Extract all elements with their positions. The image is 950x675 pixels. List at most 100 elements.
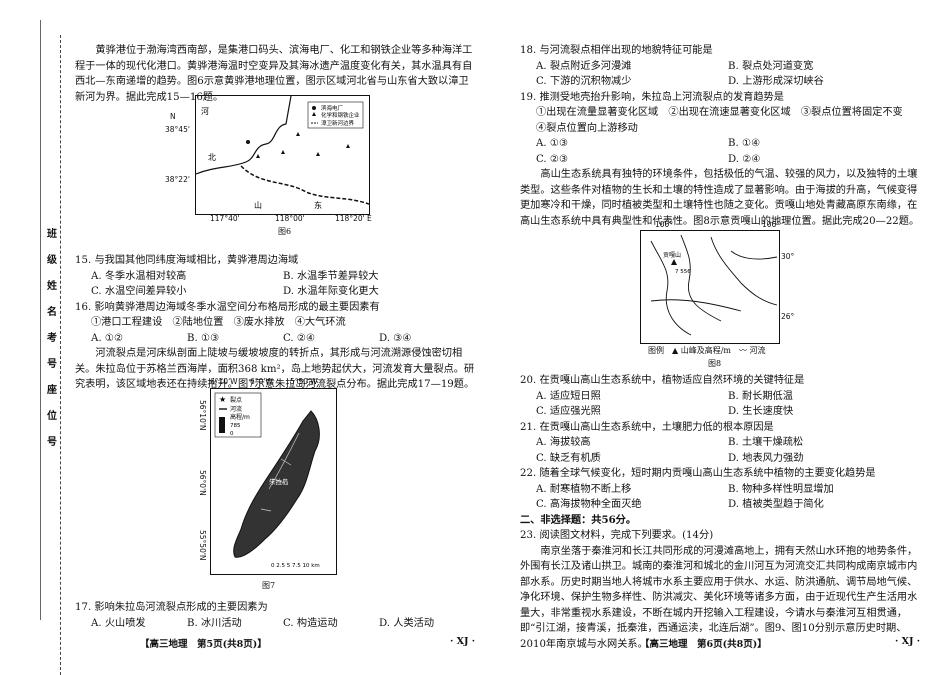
fig6-power-plant bbox=[246, 140, 250, 144]
q16-option-b[interactable]: B. ①③ bbox=[187, 332, 220, 344]
fig6-legend-triangle bbox=[312, 112, 316, 116]
q17-option-c[interactable]: C. 构造运动 bbox=[283, 617, 338, 629]
q16-stem: 16. 影响黄骅港周边海域冬季水温空间分布格局形成的最主要因素有 bbox=[75, 301, 380, 313]
q19-option-d[interactable]: D. ②④ bbox=[728, 153, 761, 165]
fig7-legend-ramp bbox=[219, 417, 225, 433]
fig7-caption: 图7 bbox=[262, 581, 276, 590]
right-column: 18. 与河流裂点相伴出现的地貌特征可能是 A. 裂点附近多河漫滩 B. 裂点处… bbox=[520, 43, 920, 229]
q21-option-d[interactable]: D. 地表风力强劲 bbox=[728, 452, 804, 464]
fig6-svg: 滨海电厂 化学和钢铁企业 漳卫新河边界 河 北 山 东 bbox=[195, 95, 370, 210]
q19-option-a[interactable]: A. ①③ bbox=[536, 138, 569, 149]
left-footer-mark: · XJ · bbox=[450, 636, 476, 647]
fig8-caption: 图8 bbox=[708, 359, 722, 368]
fig7-island bbox=[233, 410, 320, 558]
fig8-lon-1: 106° bbox=[762, 220, 781, 229]
fig6-label-shan: 山 bbox=[254, 200, 262, 210]
q16-option-c[interactable]: C. ②④ bbox=[283, 332, 316, 344]
fig8-lat-1: 26° bbox=[781, 312, 795, 321]
fig8-peak-mark bbox=[671, 259, 677, 265]
q19-stem: 19. 推测受地壳抬升影响，朱拉岛上河流裂点的发育趋势是 bbox=[520, 91, 784, 103]
q18-option-d[interactable]: D. 上游形成深切峡谷 bbox=[728, 76, 824, 87]
q19-options: A. ①③ B. ①④ C. ②③ D. ②④ bbox=[536, 136, 920, 167]
fig8-lon-0: 100° bbox=[655, 220, 674, 229]
section-2-heading: 二、非选择题：共56分。 bbox=[520, 513, 637, 526]
q17-stem: 17. 影响朱拉岛河流裂点形成的主要因素为 bbox=[75, 602, 268, 613]
fig7-rivers bbox=[260, 432, 300, 512]
q17-block: 17. 影响朱拉岛河流裂点形成的主要因素为 A. 火山喷发 B. 冰川活动 C.… bbox=[75, 600, 475, 631]
q22-options: A. 耐寒植物不断上移 B. 物种多样性明显增加 C. 高海拔物种全面灭绝 D.… bbox=[536, 482, 920, 513]
binding-char: 级 bbox=[47, 255, 57, 266]
q21-option-a[interactable]: A. 海拔较高 bbox=[536, 437, 591, 448]
fig8-peak-label: 贡嘎山 bbox=[663, 251, 681, 259]
q18-option-a[interactable]: A. 裂点附近多河漫滩 bbox=[536, 60, 632, 72]
q22-stem: 22. 随着全球气候变化，短时期内贡嘎山高山生态系统中植物的主要变化趋势是 bbox=[520, 468, 876, 479]
fig7-legend-star: ★ bbox=[219, 395, 226, 404]
figure-8-map: 贡嘎山 7 556 bbox=[640, 230, 780, 344]
right-footer-mark: · XJ · bbox=[895, 636, 921, 647]
q18-option-b[interactable]: B. 裂点处河道变宽 bbox=[728, 60, 814, 72]
q15-options: A. 冬季水温相对较高 B. 水温季节差异较大 C. 水温空间差异较小 D. 水… bbox=[91, 269, 475, 300]
q17-option-b[interactable]: B. 冰川活动 bbox=[187, 617, 242, 629]
q22-option-b[interactable]: B. 物种多样性明显增加 bbox=[728, 483, 834, 495]
binding-edge-line bbox=[40, 20, 41, 620]
intro-15-16: 黄骅港位于渤海湾西南部，是集港口码头、滨海电厂、化工和钢铁企业等多种海洋工程于一… bbox=[75, 45, 473, 103]
q20-option-c[interactable]: C. 适应强光照 bbox=[536, 406, 601, 417]
fig6-lat-bottom: 38°22' bbox=[165, 175, 190, 184]
figure-6-map: 滨海电厂 化学和钢铁企业 漳卫新河边界 河 北 山 东 bbox=[195, 95, 370, 215]
binding-char: 号 bbox=[47, 359, 57, 370]
fig8-svg: 贡嘎山 7 556 bbox=[650, 234, 778, 336]
fig7-lon-1: 6°0'W bbox=[250, 377, 273, 386]
q16-options: A. ①② B. ①③ C. ②④ D. ③④ bbox=[91, 331, 475, 347]
q19-option-c[interactable]: C. ②③ bbox=[536, 153, 569, 165]
fig6-label-bei: 北 bbox=[208, 153, 216, 162]
fig7-legend-label-2: 高程/m bbox=[230, 413, 250, 421]
fig7-elev-min: 0 bbox=[230, 431, 234, 437]
q17-option-d[interactable]: D. 人类活动 bbox=[379, 617, 435, 629]
fig6-caption: 图6 bbox=[278, 227, 292, 236]
q22-option-c[interactable]: C. 高海拔物种全面灭绝 bbox=[536, 499, 642, 510]
q21-option-b[interactable]: B. 土壤干燥疏松 bbox=[728, 437, 804, 448]
fig6-lon-2: 118°20' E bbox=[335, 214, 372, 223]
left-footer: 【高三地理 第5页(共8页)】 bbox=[140, 639, 267, 650]
q22-option-a[interactable]: A. 耐寒植物不断上移 bbox=[536, 483, 632, 495]
fig6-label-dong: 东 bbox=[314, 200, 322, 210]
q22-option-d[interactable]: D. 植被类型趋于简化 bbox=[728, 499, 824, 510]
fig8-lat-0: 30° bbox=[781, 252, 795, 261]
q15-option-b[interactable]: B. 水温季节差异较大 bbox=[283, 270, 379, 282]
q19-items: ①出现在流量显著变化区域 ②出现在流速显著变化区域 ③裂点位置将固定不变 ④裂点… bbox=[536, 107, 913, 134]
q16-items: ①港口工程建设 ②陆地位置 ③废水排放 ④大气环流 bbox=[91, 317, 346, 328]
q20-option-a[interactable]: A. 适应短日照 bbox=[536, 390, 601, 402]
q21-stem: 21. 在贡嘎山高山生态系统中，土壤肥力低的根本原因是 bbox=[520, 421, 774, 433]
fig6-lat-top: 38°45' bbox=[165, 125, 190, 134]
q18-stem: 18. 与河流裂点相伴出现的地貌特征可能是 bbox=[520, 45, 713, 56]
fig7-legend-label-1: 河流 bbox=[230, 405, 242, 413]
fig6-label-he: 河 bbox=[201, 106, 209, 116]
q16-option-d[interactable]: D. ③④ bbox=[379, 332, 412, 344]
seal-line bbox=[60, 35, 61, 675]
q18-option-c[interactable]: C. 下游的沉积物减少 bbox=[536, 76, 632, 87]
q15-option-a[interactable]: A. 冬季水温相对较高 bbox=[91, 270, 187, 282]
q19-option-b[interactable]: B. ①④ bbox=[728, 138, 761, 149]
q21-option-c[interactable]: C. 缺乏有机质 bbox=[536, 452, 601, 464]
right-lower: 20. 在贡嘎山高山生态系统中，植物适应自然环境的关键特征是 A. 适应短日照 … bbox=[520, 373, 920, 652]
q20-option-b[interactable]: B. 耐长期低温 bbox=[728, 390, 793, 402]
q15-option-c[interactable]: C. 水温空间差异较小 bbox=[91, 286, 187, 297]
q17-option-a[interactable]: A. 火山喷发 bbox=[91, 617, 146, 629]
q15-option-d[interactable]: D. 水温年际变化更大 bbox=[283, 286, 379, 297]
intro-20-22: 高山生态系统具有独特的环境条件，包括极低的气温、较强的风力，以及独特的土壤类型。… bbox=[520, 169, 920, 227]
binding-char: 号 bbox=[47, 437, 57, 448]
fig7-lat-1: 56°0'N bbox=[198, 470, 207, 496]
right-footer: 【高三地理 第6页(共8页)】 bbox=[640, 639, 767, 650]
q23-material: 南京坐落于秦淮河和长江共同形成的河漫滩高地上，拥有天然山水环抱的地势条件，外围有… bbox=[520, 545, 918, 650]
q20-options: A. 适应短日照 B. 耐长期低温 C. 适应强光照 D. 生长速度快 bbox=[536, 389, 920, 420]
q23-stem: 23. 阅读图文材料，完成下列要求。(14分) bbox=[520, 530, 714, 541]
fig7-lon-2: 5°50'W bbox=[290, 377, 318, 386]
q18-options: A. 裂点附近多河漫滩 B. 裂点处河道变宽 C. 下游的沉积物减少 D. 上游… bbox=[536, 59, 920, 90]
q20-stem: 20. 在贡嘎山高山生态系统中，植物适应自然环境的关键特征是 bbox=[520, 375, 805, 386]
q17-options: A. 火山喷发 B. 冰川活动 C. 构造运动 D. 人类活动 bbox=[91, 616, 475, 632]
fig8-rivers bbox=[650, 234, 778, 336]
fig6-legend-dot bbox=[312, 106, 316, 110]
q20-option-d[interactable]: D. 生长速度快 bbox=[728, 406, 794, 417]
fig7-lat-2: 55°50'N bbox=[198, 530, 207, 561]
q16-option-a[interactable]: A. ①② bbox=[91, 332, 124, 344]
